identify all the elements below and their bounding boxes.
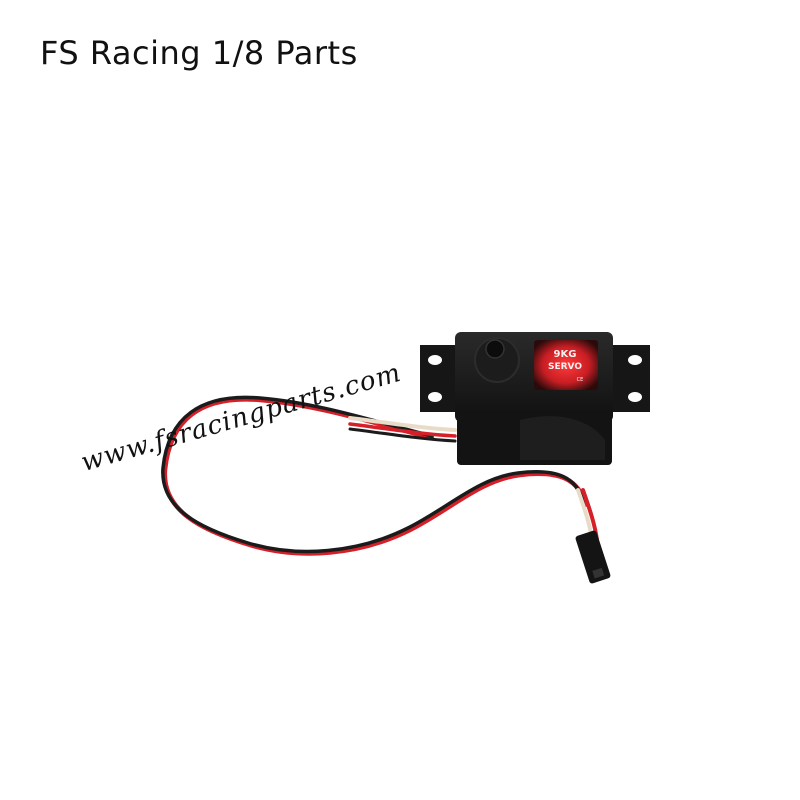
page-title: FS Racing 1/8 Parts: [40, 34, 358, 72]
servo-body: [420, 332, 650, 465]
servo-label-servo: SERVO: [548, 362, 582, 372]
connector-plug-icon: [575, 530, 611, 584]
servo-label-9kg: 9KG: [554, 349, 577, 360]
servo-wire: [161, 395, 599, 556]
ce-mark: CE: [577, 377, 584, 383]
